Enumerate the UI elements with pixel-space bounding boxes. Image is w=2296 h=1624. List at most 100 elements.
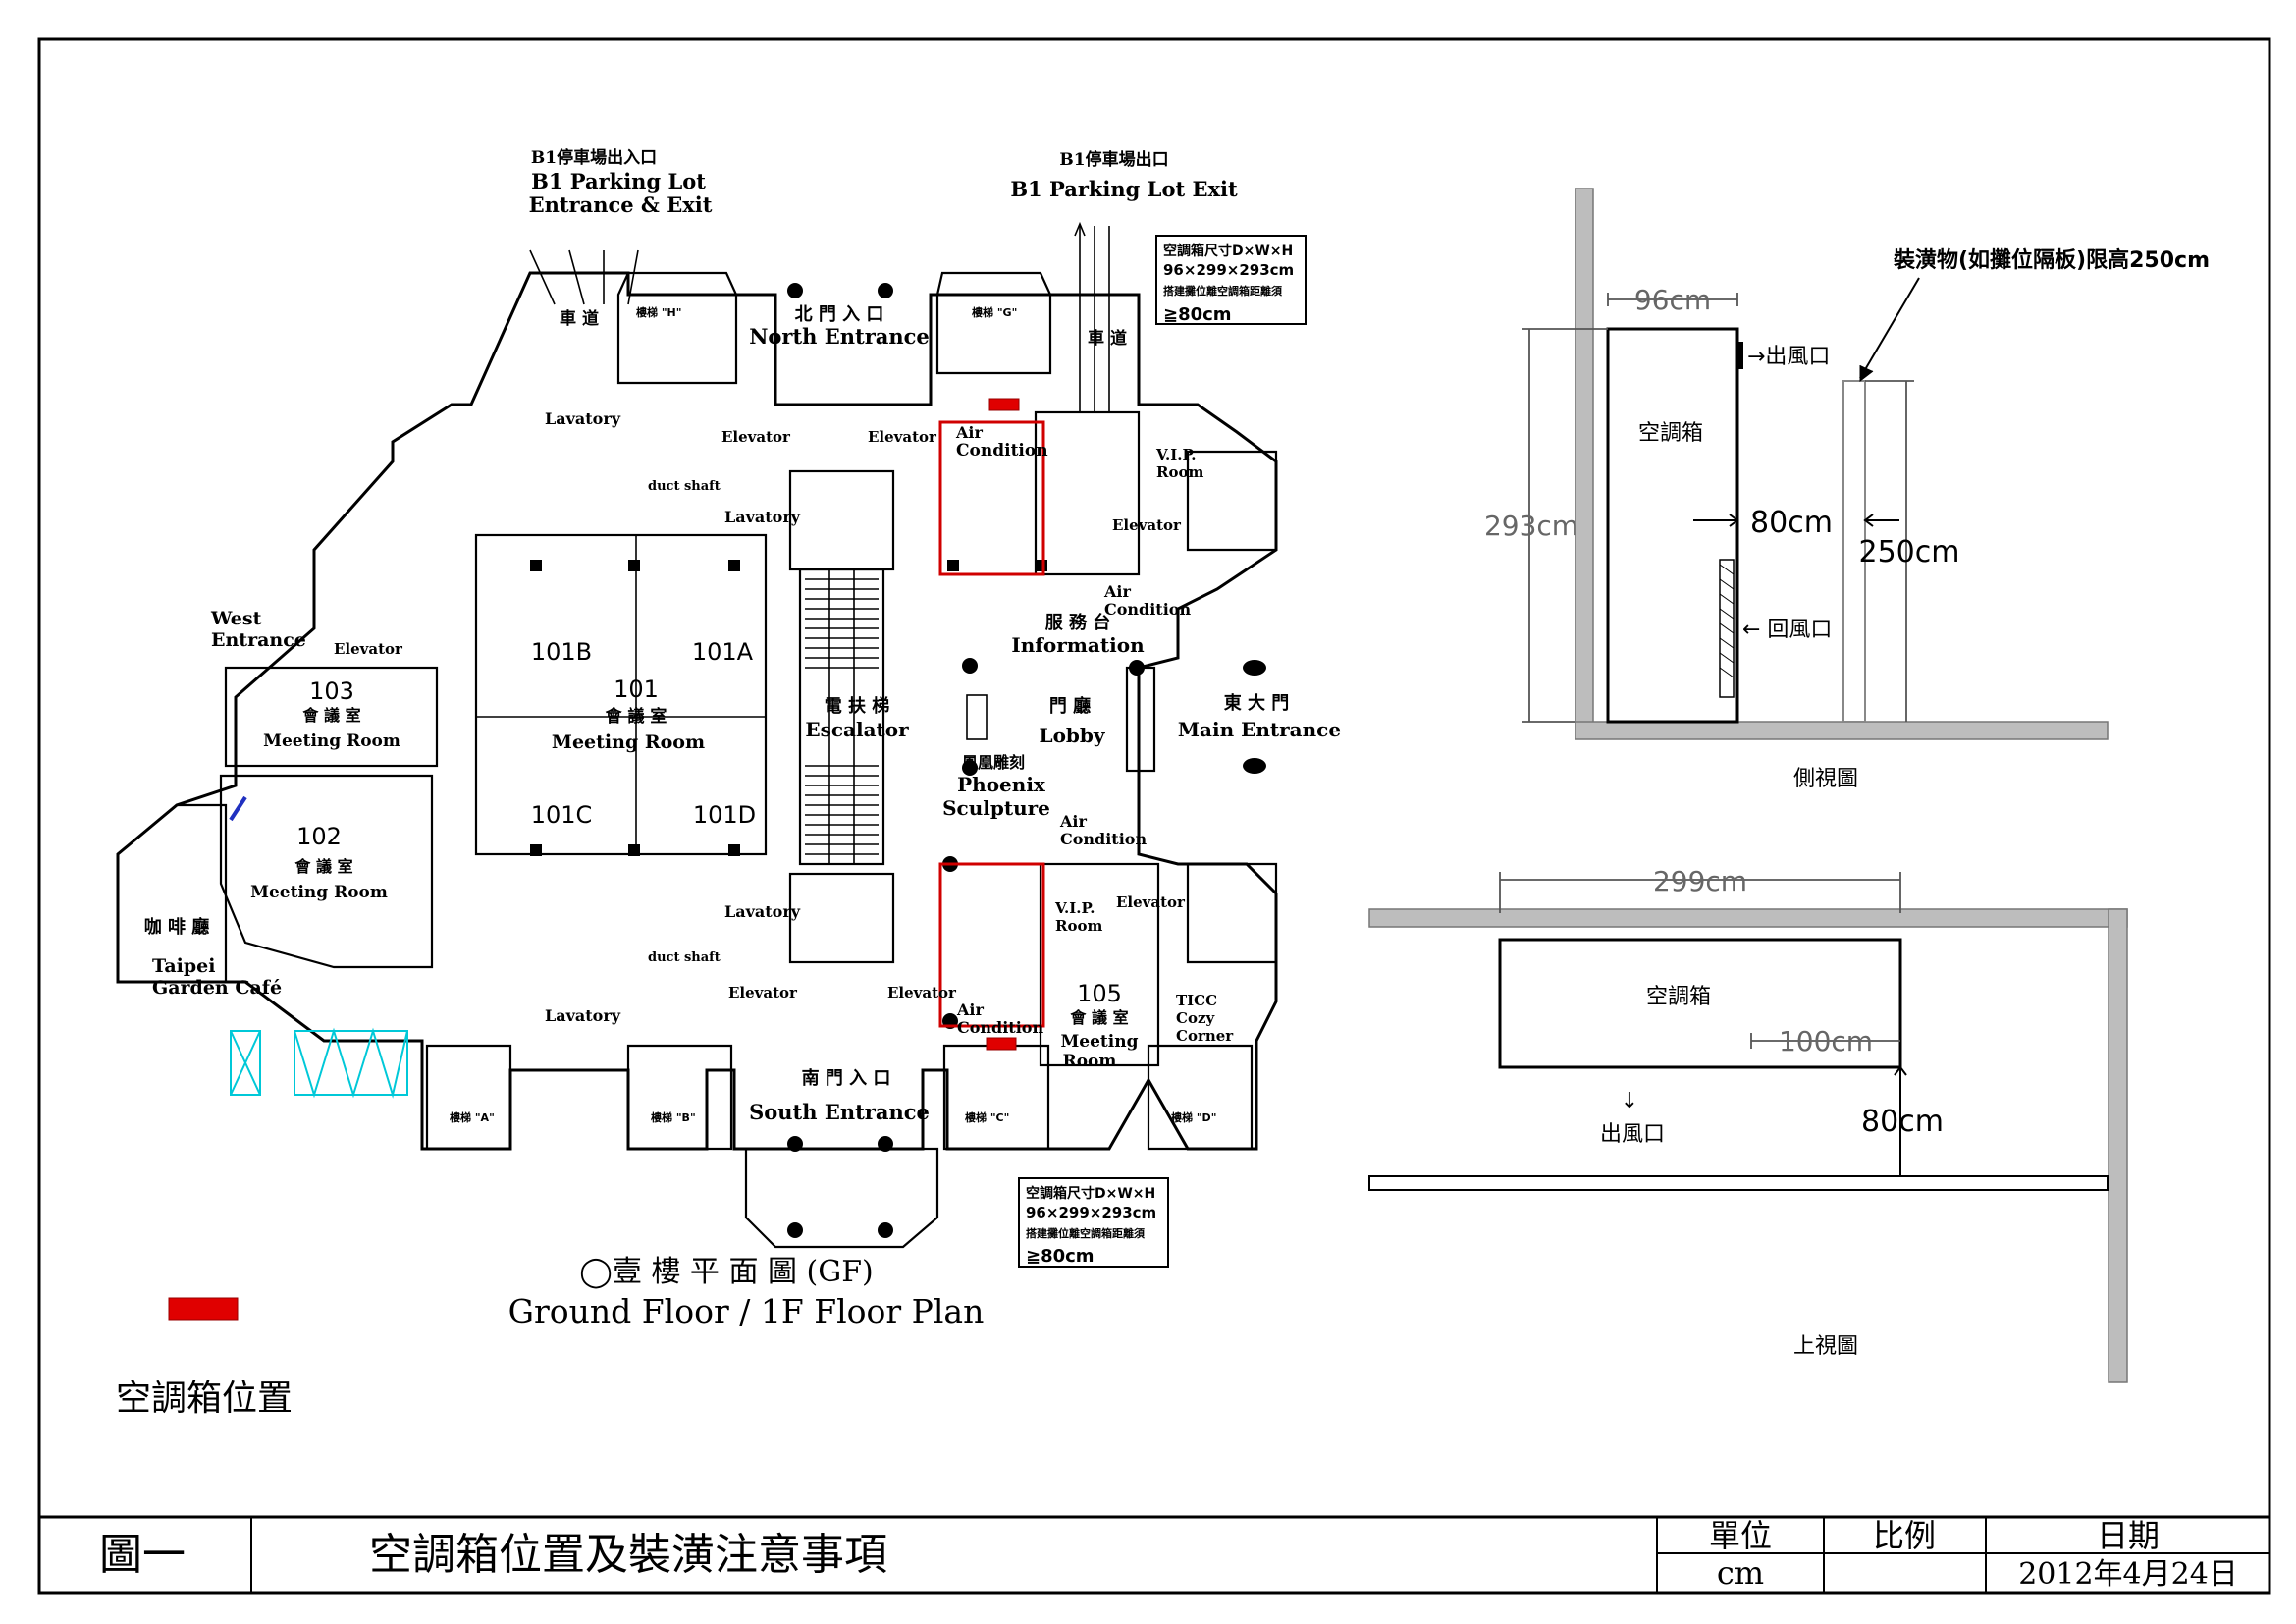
ticc-l1: TICC: [1176, 992, 1217, 1009]
stair-c: 樓梯 "C": [965, 1110, 1009, 1124]
information-zh: 服 務 台: [1045, 612, 1111, 633]
room-102-number: 102: [296, 823, 342, 850]
elevator-s2: Elevator: [887, 984, 957, 1001]
duct-shaft-n: duct shaft: [648, 479, 721, 494]
side-gap-dim: 80cm: [1750, 506, 1833, 540]
elevator-n2: Elevator: [868, 428, 937, 446]
top-ac-box: [1498, 938, 1902, 1069]
lobby-zh: 門 廳: [1049, 695, 1091, 717]
parking-entrance-en2: Entrance & Exit: [529, 192, 713, 217]
cafe-zh: 咖 啡 廳: [144, 916, 210, 938]
side-partition: [1842, 380, 1866, 723]
room-102-zh: 會 議 室: [294, 857, 352, 876]
cafe: [116, 803, 228, 984]
west-entrance-en2: Entrance: [211, 629, 306, 651]
ac-marker-north: [988, 398, 1020, 411]
ac-spec-north-line3: 搭建攤位離空調箱距離須: [1163, 284, 1283, 298]
legend-swatch: [168, 1297, 239, 1321]
stair-d: 樓梯 "D": [1171, 1110, 1216, 1124]
escalator-area: [798, 568, 885, 866]
parking-exit-en: B1 Parking Lot Exit: [1010, 177, 1238, 201]
title-block: 圖一 空調箱位置及裝潢注意事項 單位 cm 比例 日期 2012年4月24日: [39, 1515, 2269, 1593]
room-101-zh: 會 議 室: [605, 706, 667, 727]
north-entrance-zh: 北 門 入 口: [795, 304, 884, 325]
ticc-l2: Cozy: [1176, 1009, 1215, 1027]
top-floor-strip: [1368, 1175, 2109, 1191]
ac-zone-north: [938, 420, 1045, 576]
south-entrance-en: South Entrance: [749, 1100, 930, 1124]
room-101b-label: 101B: [531, 638, 592, 666]
room-101d-label: 101D: [693, 801, 756, 829]
side-box-label: 空調箱: [1638, 421, 1703, 446]
room-105: [1039, 862, 1160, 1067]
ramp-east: 車 道: [1088, 328, 1127, 349]
ac-south-en1: Air: [956, 1001, 984, 1019]
parking-exit-zh: B1停車場出口: [1059, 149, 1168, 170]
top-view-labels: 299cm 空調箱 100cm 80cm ↓ 出風口 上視圖: [1600, 865, 1944, 1359]
top-outlet-arrow: ↓: [1621, 1089, 1638, 1113]
date-label: 日期: [2097, 1517, 2160, 1554]
ac-zone-south: [938, 862, 1045, 1028]
ac-spec-north-line1: 空調箱尺寸D×W×H: [1163, 243, 1293, 259]
ac-spec-north-line2: 96×299×293cm: [1163, 261, 1294, 279]
main-entrance-en: Main Entrance: [1178, 718, 1341, 741]
main-entrance-zh: 東 大 門: [1224, 692, 1290, 714]
side-ac-box: [1606, 327, 1739, 724]
duct-shaft-s: duct shaft: [648, 950, 721, 965]
ac-se-en2: Condition: [1060, 830, 1147, 848]
room-102-en: Meeting Room: [250, 883, 388, 902]
scale-label: 比例: [1873, 1517, 1936, 1554]
ticc-l3: Corner: [1176, 1027, 1234, 1045]
room-102: [219, 774, 434, 969]
top-box-label: 空調箱: [1646, 985, 1711, 1009]
top-depth-dim: 100cm: [1779, 1025, 1873, 1057]
figure-number: 圖一: [99, 1530, 186, 1580]
side-caption: 側視圖: [1793, 767, 1858, 791]
lavatory-sw: Lavatory: [545, 1006, 621, 1025]
floor-plan: [116, 221, 1278, 1249]
ac-spec-south-line2: 96×299×293cm: [1026, 1204, 1156, 1221]
side-height-dim: 293cm: [1484, 510, 1578, 542]
stair-g: 樓梯 "G": [972, 305, 1017, 319]
south-vestibule: [744, 1147, 939, 1249]
lavatory-nw: Lavatory: [545, 409, 621, 428]
ac-spec-south-line3: 搭建攤位離空調箱距離須: [1026, 1226, 1146, 1240]
side-partition-dim: 250cm: [1859, 535, 1960, 569]
room-lavatory-105-106: [788, 872, 895, 964]
vip-s-en2: Room: [1055, 917, 1102, 935]
room-103-zh: 會 議 室: [301, 706, 360, 725]
vip-s-en1: V.I.P.: [1054, 899, 1095, 917]
room-101-en: Meeting Room: [552, 731, 705, 753]
top-caption: 上視圖: [1793, 1334, 1858, 1359]
sheet-border: [37, 37, 2271, 1595]
room-101c-label: 101C: [531, 801, 593, 829]
elevator-s1: Elevator: [728, 984, 798, 1001]
top-outlet: 出風口: [1600, 1122, 1665, 1147]
room-103-en: Meeting Room: [263, 731, 400, 751]
side-view-labels: 裝潢物(如攤位隔板)限高250cm 空調箱 96cm 293cm 80cm 25…: [1484, 247, 2210, 791]
west-entrance-en1: West: [210, 608, 262, 629]
escalator-stairs: [805, 569, 879, 864]
phoenix-en1: Phoenix: [957, 773, 1046, 796]
stair-b: 樓梯 "B": [651, 1110, 696, 1124]
ac-spec-box-north: [1155, 235, 1307, 325]
plan-title-en: Ground Floor / 1F Floor Plan: [508, 1292, 985, 1330]
ac-east-en1: Air: [1103, 582, 1131, 601]
unit-value: cm: [1717, 1554, 1764, 1592]
ramp-west: 車 道: [560, 308, 599, 329]
legend-label: 空調箱位置: [116, 1379, 293, 1419]
stair-h: 樓梯 "H": [636, 305, 682, 319]
cafe-en2: Garden Café: [152, 977, 282, 999]
lobby-en: Lobby: [1040, 724, 1106, 747]
room-lavatory-103-104: [788, 469, 895, 571]
vip-n-en1: V.I.P.: [1155, 446, 1197, 463]
ac-south-en2: Condition: [957, 1018, 1043, 1037]
ac-east-en2: Condition: [1104, 600, 1191, 619]
stair-a: 樓梯 "A": [450, 1110, 495, 1124]
cafe-planters: [230, 1027, 408, 1099]
floor-plan-labels: B1停車場出入口 B1 Parking Lot Entrance & Exit …: [144, 147, 1341, 1330]
vip-n-en2: Room: [1156, 463, 1203, 481]
side-return: ← 回風口: [1742, 618, 1832, 642]
room-103-number: 103: [309, 677, 354, 705]
plan-title-zh: ◯壹 樓 平 面 圖 (GF): [579, 1255, 873, 1289]
